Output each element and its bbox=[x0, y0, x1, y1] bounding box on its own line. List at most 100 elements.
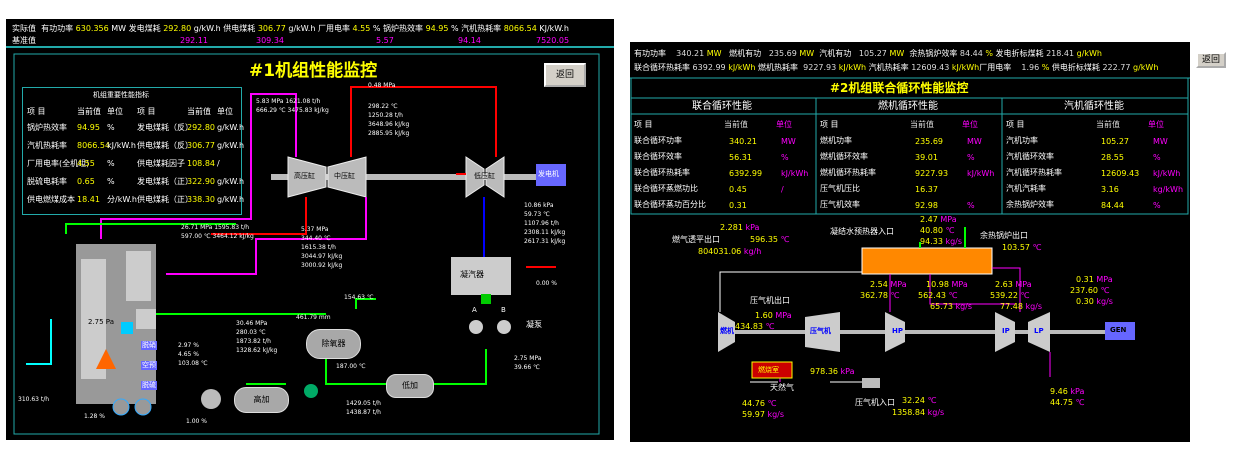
u1-value: 154.63 ℃ bbox=[344, 294, 374, 301]
steam-p1-values: 2.54 MPa 362.78 ℃ bbox=[860, 280, 907, 300]
u1-value: 0.48 MPa bbox=[368, 82, 396, 89]
u1-value: 666.29 ℃ 3475.83 kJ/kg bbox=[256, 107, 329, 114]
generator-label: 发电机 bbox=[538, 170, 559, 178]
ip-cylinder-label: 中压缸 bbox=[334, 172, 355, 180]
unit1-pipes bbox=[6, 46, 614, 435]
u1-value: 1.00 % bbox=[186, 418, 207, 425]
hrsg-exit-label: 余热锅炉出口 bbox=[980, 231, 1028, 240]
condensate-inlet-values: 2.47 MPa 40.80 ℃ 94.33 kg/s bbox=[920, 215, 963, 246]
hp-turbine-block: HP bbox=[892, 327, 903, 335]
compressor-inlet-values: 32.24 ℃ 1358.84 kg/s bbox=[892, 396, 945, 417]
condensate-preheater-inlet-label: 凝结水预热器入口 bbox=[830, 227, 894, 236]
u1-value: 1.28 % bbox=[84, 413, 105, 420]
u1-value: 5.83 MPa 1621.08 t/h bbox=[256, 98, 321, 105]
steam-ip-values: 2.63 MPa 539.22 ℃ 77.48 kg/s bbox=[990, 280, 1043, 311]
u1-value: 461.79 mm bbox=[296, 314, 331, 321]
hp-cylinder-label: 高压缸 bbox=[294, 172, 315, 180]
compressor-outlet-label: 压气机出口 bbox=[750, 296, 790, 305]
section-title: 联合循环性能 bbox=[692, 101, 752, 112]
u2-header-row2: 联合循环热耗率 6392.99 kJ/kWh 燃机热耗率 9227.93 kJ/… bbox=[634, 63, 1159, 72]
unit2-pipes bbox=[630, 77, 1190, 388]
deaerator: 除氧器 bbox=[306, 329, 361, 359]
hrsg-exit-values: 103.57 ℃ bbox=[1002, 243, 1042, 252]
u1-header-row1: 实际值 有功功率 630.356 MW 发电煤耗 292.80 g/kW.h 供… bbox=[12, 24, 569, 33]
u1-value-group: 2.97 %4.65 %103.08 ℃ bbox=[178, 342, 208, 367]
lp-heater: 低加 bbox=[386, 374, 434, 398]
gt-exit-values3: 804031.06 kg/h bbox=[698, 247, 762, 256]
steam-lp-values: 0.31 MPa 237.60 ℃ 0.30 kg/s bbox=[1070, 275, 1113, 306]
lp-turbine-block: LP bbox=[1034, 327, 1044, 335]
u1-value: 0.00 % bbox=[536, 280, 557, 287]
section-header: 项 目当前值单位 bbox=[1006, 120, 1164, 129]
steam-hp-values: 10.98 MPa 562.43 ℃ 65.73 kg/s bbox=[918, 280, 973, 311]
compressor-block: 压气机 bbox=[810, 327, 831, 335]
generator-block: GEN bbox=[1110, 326, 1127, 334]
u1-value: 597.00 ℃ 3464.12 kJ/kg bbox=[181, 233, 254, 240]
section-title: 汽机循环性能 bbox=[1064, 101, 1124, 112]
section-header: 项 目当前值单位 bbox=[634, 120, 792, 129]
lp-exhaust-values: 9.46 kPa 44.75 ℃ bbox=[1050, 387, 1085, 407]
gt-exit-values2: 596.35 ℃ bbox=[750, 235, 790, 244]
section-title: 燃机循环性能 bbox=[878, 101, 938, 112]
unit1-screen: 实际值 有功功率 630.356 MW 发电煤耗 292.80 g/kW.h 供… bbox=[6, 19, 614, 440]
gas-turbine-block: 燃机 bbox=[720, 327, 734, 335]
section-header: 项 目当前值单位 bbox=[820, 120, 978, 129]
u1-page-title: #1机组性能监控 bbox=[249, 61, 378, 81]
pump-b-label: B bbox=[501, 306, 506, 314]
hp-heater: 高加 bbox=[234, 387, 289, 413]
u2-page-title: #2机组联合循环性能监控 bbox=[830, 81, 969, 95]
compressor-inlet-label: 压气机入口 bbox=[855, 398, 895, 407]
u2-header-row1: 有功功率 340.21 MW 燃机有功 235.69 MW 汽机有功 105.2… bbox=[634, 49, 1102, 58]
compressor-outlet-values: 1.60 MPa 434.83 ℃ bbox=[735, 311, 792, 331]
natural-gas-values: 44.76 ℃ 59.97 kg/s bbox=[742, 399, 785, 419]
ip-turbine-block: IP bbox=[1002, 327, 1010, 335]
natural-gas-label: 天然气 bbox=[770, 383, 794, 392]
u1-back-button[interactable]: 返回 bbox=[544, 63, 586, 87]
u1-value: 310.63 t/h bbox=[18, 396, 50, 403]
furnace-pressure: 2.75 Pa bbox=[88, 318, 115, 326]
gt-exit-label: 燃气透平出口 bbox=[672, 235, 720, 244]
pump-a-label: A bbox=[472, 306, 477, 314]
gt-exit-values: 2.281 kPa bbox=[720, 223, 760, 232]
lp-cylinder-label: 低压缸 bbox=[474, 172, 495, 180]
u1-value: 26.71 MPa 1595.83 t/h bbox=[181, 224, 250, 231]
fgd-label: 脱硫 bbox=[141, 381, 157, 390]
u1-header-row2: 基准值 292.11 309.34 5.57 94.14 7520.05 bbox=[12, 36, 570, 45]
air-preheater-label: 空预 bbox=[141, 361, 157, 370]
u2-back-button[interactable]: 返回 bbox=[1196, 52, 1226, 68]
fuel-pressure-value: 978.36 kPa bbox=[810, 367, 855, 376]
unit2-screen: 有功功率 340.21 MW 燃机有功 235.69 MW 汽机有功 105.2… bbox=[630, 42, 1190, 442]
u1-table-caption: 机组重要性能指标 bbox=[93, 91, 149, 99]
dust-collector-block bbox=[121, 322, 133, 334]
scr-label: 脱硝 bbox=[141, 341, 157, 350]
u1-value: 187.00 ℃ bbox=[336, 363, 366, 370]
condensate-pump-label: 凝泵 bbox=[526, 320, 542, 329]
